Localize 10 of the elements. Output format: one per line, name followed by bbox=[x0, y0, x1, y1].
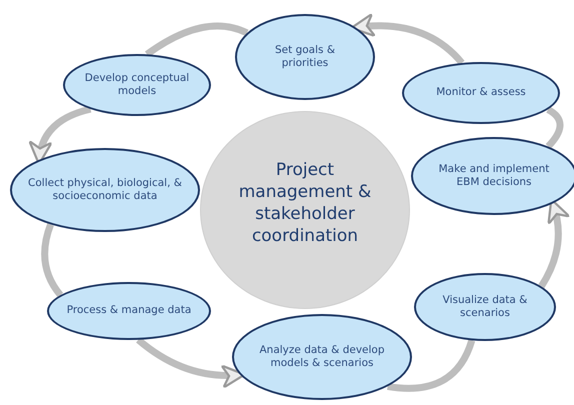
node-label: Project management & stakeholder coordination bbox=[238, 158, 372, 248]
node-label: Monitor & assess bbox=[435, 86, 527, 100]
node-label: Analyze data & develop models & scenarios bbox=[258, 344, 386, 370]
node-label: Make and implement EBM decisions bbox=[438, 162, 550, 190]
node-label: Visualize data & scenarios bbox=[442, 294, 528, 320]
node-label: Develop conceptual models bbox=[84, 72, 190, 98]
node-label: Collect physical, biological, & socioeconomic data bbox=[27, 176, 183, 204]
node-label: Process & manage data bbox=[66, 304, 192, 318]
node-label: Set goals & priorities bbox=[274, 44, 336, 70]
step-ellipse bbox=[411, 137, 574, 215]
